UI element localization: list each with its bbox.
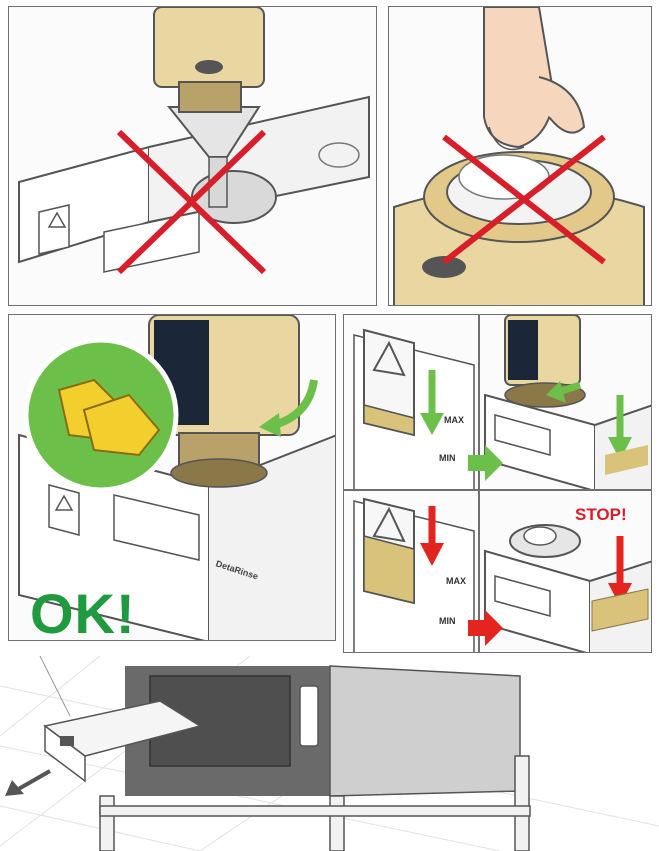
max-label: MAX	[444, 415, 464, 425]
level-min-illustration	[353, 328, 475, 489]
insert-detail-illustration	[484, 315, 651, 489]
arrow-down-icon	[420, 543, 444, 566]
panel-level-max: MAX MIN	[343, 490, 479, 653]
panel-level-min: MAX MIN	[343, 314, 479, 490]
arrow-down-icon	[420, 413, 444, 435]
panel-no-funnel	[8, 6, 377, 306]
arrow-left-icon	[546, 381, 566, 403]
min-label: MIN	[439, 453, 456, 463]
seal-illustration	[393, 7, 645, 305]
max-label: MAX	[446, 576, 466, 586]
curved-arrow-icon	[272, 379, 318, 429]
stop-label: STOP!	[575, 505, 627, 524]
warning-triangle-icon	[372, 340, 406, 377]
oven-illustration	[0, 656, 659, 851]
insert-bottle-illustration	[18, 315, 335, 640]
panel-insert-detail	[479, 314, 652, 490]
pull-out-arrow-icon	[5, 769, 51, 796]
stop-illustration	[484, 524, 651, 652]
panel-stop: STOP!	[479, 490, 652, 653]
min-label: MIN	[439, 616, 456, 626]
warning-triangle-icon	[372, 506, 406, 543]
prohibited-x-icon	[442, 134, 606, 265]
arrow-down-icon	[608, 437, 632, 460]
prohibited-x-icon	[116, 129, 267, 275]
panel-no-seal-removal	[388, 6, 652, 306]
level-max-illustration	[353, 497, 475, 652]
panel-insert-bottle	[8, 314, 336, 641]
funnel-illustration	[18, 7, 370, 275]
ok-label: OK!	[30, 582, 136, 645]
gloves-icon	[23, 337, 179, 493]
